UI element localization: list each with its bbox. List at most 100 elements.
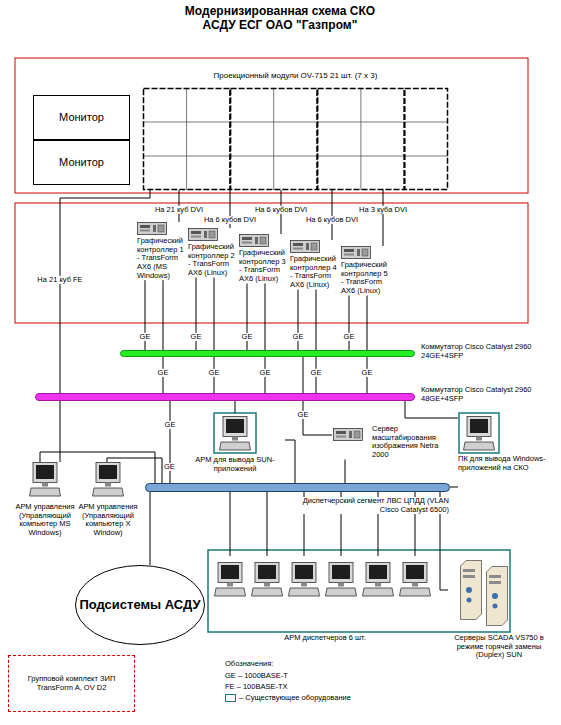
spare-kit-box: Групповой комплект ЗИП TransForm A, OV D… <box>8 655 135 712</box>
switch-bar: Коммутатор Cisco Catalyst 2960 48GE+4SFP <box>35 393 415 401</box>
network-link <box>285 440 295 483</box>
controller-box: Графический контроллер 3 - TransForm AX6… <box>239 234 289 284</box>
server-box: Сервер масштабирования изображения Netra… <box>332 425 444 460</box>
legend-row: FE – 100BASE-TX <box>225 683 288 692</box>
controller-icon <box>138 223 167 235</box>
workstation-icon <box>215 563 246 597</box>
network-link <box>349 296 350 351</box>
legend-text: – Существующее оборудование <box>239 694 351 703</box>
workstation-icon <box>363 563 394 597</box>
diagram-title: Модернизированная схема СКО АСДУ ЕСГ ОАО… <box>170 4 390 33</box>
monitor-box: Монитор <box>33 140 130 185</box>
node-text: Проекционный модули OV-715 21 шт. (7 х 3… <box>143 71 448 80</box>
cube-group <box>231 89 317 190</box>
node-text: Диспетчерский сегмент ЛВС ЦПДД (VLAN Cis… <box>289 497 449 514</box>
link-label: GE <box>292 333 305 341</box>
link-label: GE <box>164 421 177 429</box>
dispatcher-group: АРМ диспетчеров 6 шт. <box>212 556 438 643</box>
network-link <box>316 290 317 394</box>
workstation-icon <box>326 563 357 597</box>
controller-icon <box>291 241 320 253</box>
workstation-icon <box>220 417 251 451</box>
existing-frame <box>208 550 510 632</box>
node-text: АРМ для вывода SUN-приложений <box>185 456 285 473</box>
node-text: Коммутатор Cisco Catalyst 2960 24GE+4SFP <box>421 343 556 360</box>
existing-frame <box>214 413 256 453</box>
workstation-icon <box>93 463 124 497</box>
cube-group <box>405 89 448 190</box>
cube-line <box>143 122 448 123</box>
link-label: На 21 куб FE <box>36 276 83 284</box>
controller-box: Графический контроллер 2 - TransForm AX6… <box>188 228 238 278</box>
workstation-icon <box>400 563 431 597</box>
cube-line <box>186 88 187 190</box>
monitor-box: Монитор <box>33 95 130 140</box>
node-text: ПК для вывода Windows-приложений на СКО <box>458 455 556 472</box>
video-wall: Проекционный модули OV-715 21 шт. (7 х 3… <box>143 88 448 190</box>
controller-box: Графический контроллер 4 - TransForm AX6… <box>290 240 340 290</box>
cube-line <box>143 156 448 157</box>
node-text: АРМ управления (Управляющий компьютер MS… <box>14 503 76 538</box>
network-link <box>345 460 346 484</box>
link-label: GE <box>310 369 323 377</box>
network-link <box>383 190 384 246</box>
link-label: На 3 куба DVI <box>358 206 408 214</box>
note-label: GE <box>164 463 175 471</box>
workstation-icon <box>289 563 320 597</box>
switch-bar: Коммутатор Cisco Catalyst 2960 24GE+4SFP <box>120 350 415 357</box>
cube-group <box>144 89 230 190</box>
server-tower <box>487 567 508 626</box>
link-label: GE <box>297 411 310 419</box>
subsystems-ellipse <box>76 566 205 645</box>
node-text: Монитор <box>59 111 104 124</box>
link-label: GE <box>208 369 221 377</box>
link-label: GE <box>241 333 254 341</box>
cube-line <box>360 88 361 190</box>
note-label: Обозначения: <box>225 660 273 668</box>
link-label: GE <box>343 333 356 341</box>
network-link <box>230 492 231 556</box>
network-link <box>267 492 268 556</box>
network-link <box>40 452 155 483</box>
network-link <box>107 458 162 483</box>
link-label: GE <box>157 369 170 377</box>
node-text: Групповой комплект ЗИП TransForm A, OV D… <box>13 675 130 692</box>
node-text: Графический контроллер 4 - TransForm AX6… <box>290 255 340 290</box>
workstation-box: ПК для вывода Windows-приложений на СКО <box>458 413 556 472</box>
cube-line <box>273 88 274 190</box>
workstation-box: АРМ управления (Управляющий компьютер X … <box>78 462 138 538</box>
node-text: Графический контроллер 2 - TransForm AX6… <box>188 243 238 278</box>
node-text: Коммутатор Cisco Catalyst 2960 48GE+4SFP <box>421 386 556 403</box>
node-text: Графический контроллер 3 - TransForm AX6… <box>239 249 289 284</box>
node-text: АРМ управления (Управляющий компьютер X … <box>78 503 138 538</box>
legend-row: – Существующее оборудование <box>225 694 351 703</box>
node-text: Сервер масштабирования изображения Netra… <box>372 425 444 460</box>
controller-box: Графический контроллер 1 - TransForm AX6… <box>137 222 187 280</box>
legend-text: GE – 1000BASE-T <box>225 672 288 681</box>
link-label: На 21 куб DVI <box>154 206 204 214</box>
workstation-icon <box>30 463 61 497</box>
network-link <box>367 296 368 394</box>
link-label: GE <box>190 333 203 341</box>
link-label: На 6 кубов DVI <box>305 216 359 224</box>
node-text: Подсистемы АСДУ <box>79 598 200 613</box>
server-tower <box>461 561 482 620</box>
workstation-box: АРМ управления (Управляющий компьютер MS… <box>14 462 76 538</box>
network-link <box>235 401 236 413</box>
node-text: АРМ диспетчеров 6 шт. <box>212 634 438 643</box>
network-link <box>450 487 458 488</box>
node-text: Графический контроллер 1 - TransForm AX6… <box>137 237 187 280</box>
link-label: На 6 кубов DVI <box>254 206 308 214</box>
link-label: На 6 кубов DVI <box>203 216 257 224</box>
projection-region <box>15 58 528 193</box>
legend-swatch <box>225 694 236 702</box>
controller-box: Графический контроллер 5 - TransForm AX6… <box>341 246 391 296</box>
link-label: GE <box>361 369 374 377</box>
cube-group <box>318 89 404 190</box>
network-link <box>150 492 151 565</box>
scada-servers: Серверы SCADA VS750 в режиме горячей зам… <box>448 556 550 660</box>
node-text: Монитор <box>59 156 104 169</box>
network-link <box>60 190 150 462</box>
